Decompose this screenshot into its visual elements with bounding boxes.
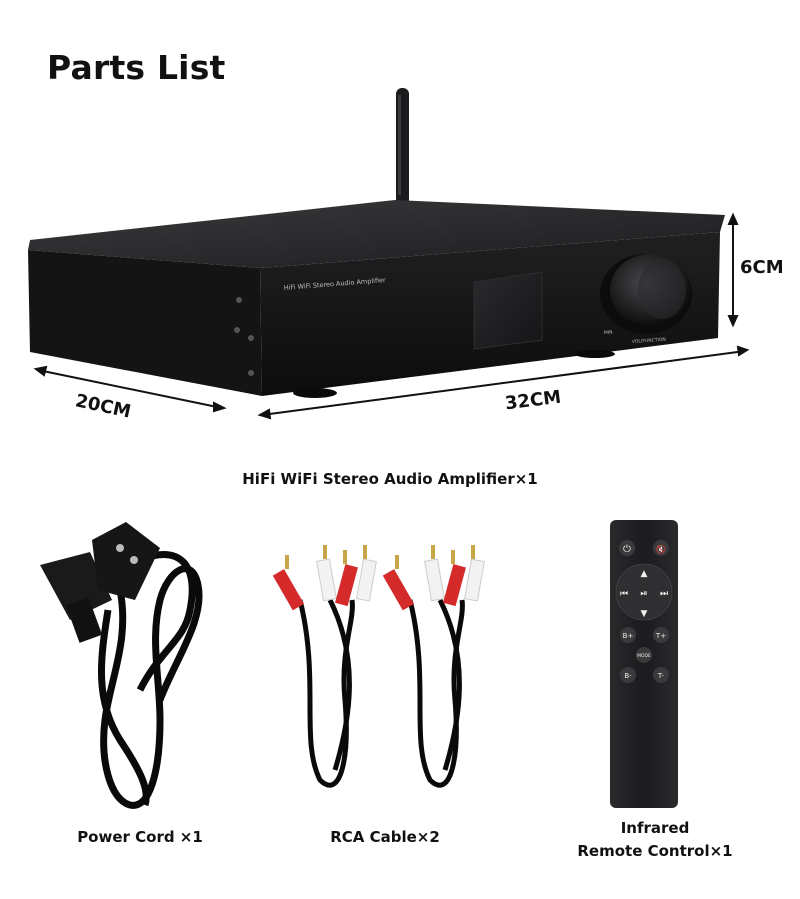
amplifier: HiFi WiFi Stereo Audio Amplifier VOL/FUN… [28, 88, 725, 398]
btn-b-minus: B- [624, 672, 632, 680]
amp-min-label: MIN [604, 329, 613, 336]
btn-t-minus: T- [657, 672, 665, 680]
dimension-height: 6CM [740, 257, 784, 278]
power-cord-caption: Power Cord ×1 [77, 828, 203, 846]
amp-knob-label: VOL/FUNCTION [632, 337, 666, 345]
btn-b-plus: B+ [623, 632, 634, 640]
svg-text:🔇: 🔇 [656, 544, 666, 554]
remote-caption-line2: Remote Control×1 [577, 842, 733, 860]
antenna [396, 88, 409, 206]
rca-cables [272, 545, 485, 788]
power-icon [619, 540, 635, 556]
amp-display [473, 271, 543, 350]
power-cord [40, 522, 203, 809]
svg-text:⏯: ⏯ [640, 589, 647, 599]
svg-text:⏮: ⏮ [620, 589, 628, 599]
amp-side [28, 250, 262, 396]
svg-text:▼: ▼ [641, 609, 648, 619]
dpad [615, 563, 673, 621]
btn-t-plus: T+ [655, 632, 666, 640]
rca-cable-caption: RCA Cable×2 [330, 828, 440, 846]
remote-caption-line1: Infrared [620, 819, 690, 837]
rca-cable-1 [272, 545, 377, 788]
amplifier-caption: HiFi WiFi Stereo Audio Amplifier×1 [242, 470, 538, 488]
volume-knob [600, 254, 692, 334]
dimension-arrows [33, 212, 750, 420]
page-title: Parts List [47, 48, 226, 87]
btn-mode: MODE [637, 653, 651, 659]
mute-icon [653, 540, 669, 556]
svg-text:⏭: ⏭ [660, 589, 668, 599]
rca-cable-2 [382, 545, 485, 788]
svg-text:⏻: ⏻ [623, 544, 631, 555]
amp-top [28, 200, 725, 268]
svg-text:▲: ▲ [641, 569, 648, 579]
remote-control: ⏻ 🔇 ▲ ▼ ⏮ ⏭ ⏯ B+ T+ MODE B- T- [610, 520, 678, 808]
